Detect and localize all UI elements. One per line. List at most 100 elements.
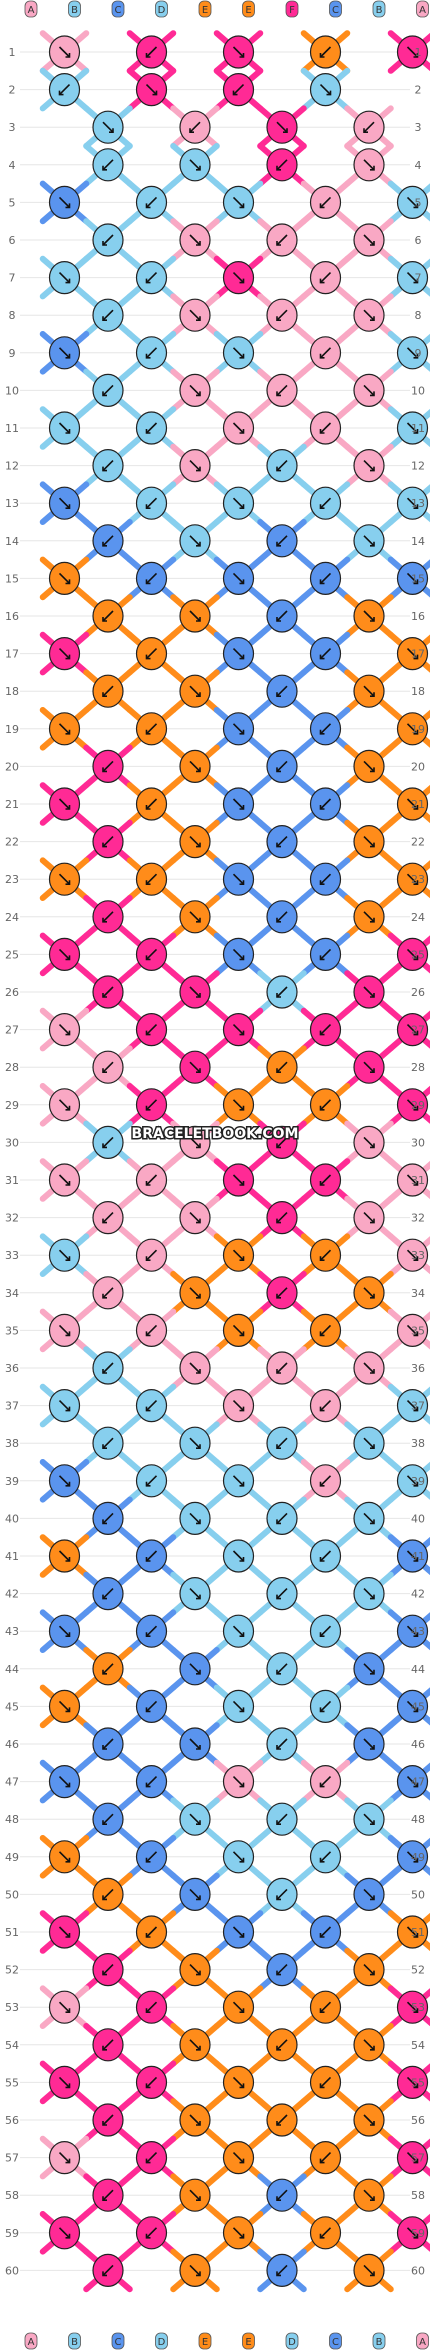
arrow-icon: [363, 760, 375, 772]
strand-tag-swatch: [285, 2332, 299, 2350]
row-number-left: 29: [5, 1099, 19, 1112]
arrow-head-icon: [102, 391, 107, 397]
row-number-left: 4: [9, 159, 16, 172]
strand-tag: C: [111, 0, 125, 18]
arrow-icon: [319, 347, 332, 359]
arrow-icon: [58, 497, 71, 509]
arrow-icon: [145, 2227, 158, 2239]
arrow-icon: [232, 2152, 245, 2164]
arrow-head-icon: [102, 1745, 107, 1750]
knot: [179, 824, 211, 859]
knot: [222, 411, 255, 445]
row-number-left: 38: [5, 1437, 19, 1450]
knot: [179, 1426, 211, 1460]
strand-tag-letter: B: [376, 2337, 383, 2348]
arrow-icon: [145, 723, 158, 735]
arrow-head-icon: [196, 1068, 201, 1073]
knot: [266, 148, 298, 182]
row-number-left: 57: [5, 2152, 19, 2165]
knot: [92, 824, 124, 859]
arrow-icon: [363, 1888, 375, 1900]
arrow-head-icon: [370, 2045, 375, 2051]
knot: [92, 524, 124, 558]
knot: [396, 2216, 429, 2250]
arrow-head-icon: [239, 53, 245, 58]
knot: [48, 2216, 81, 2250]
row-number-right: 29: [411, 1099, 425, 1112]
row-number-left: 5: [9, 196, 16, 209]
row-number-left: 26: [5, 986, 19, 999]
strand-tag-swatch: [416, 0, 429, 18]
arrow-icon: [276, 1287, 288, 1299]
knot: [266, 674, 298, 708]
row-number-left: 50: [5, 1888, 19, 1901]
row-number-left: 41: [5, 1550, 19, 1563]
arrow-head-icon: [65, 1632, 71, 1637]
arrow-head-icon: [145, 53, 151, 58]
arrow-icon: [189, 760, 201, 772]
row-number-left: 31: [5, 1174, 19, 1187]
strand-tag: E: [198, 2332, 212, 2350]
knot: [222, 937, 255, 972]
knot: [396, 1388, 429, 1423]
arrow-head-icon: [65, 2008, 71, 2013]
row-number-left: 60: [5, 2264, 19, 2277]
row-number-right: 45: [411, 1700, 425, 1713]
knot: [222, 1689, 255, 1724]
knot: [92, 2028, 124, 2062]
arrow-head-icon: [319, 654, 325, 660]
arrow-head-icon: [276, 692, 281, 698]
knot: [222, 1163, 255, 1197]
row-number-right: 8: [415, 309, 422, 322]
strand-tag-letter: B: [71, 2337, 78, 2348]
arrow-head-icon: [319, 504, 325, 510]
knot: [179, 749, 211, 784]
arrow-head-icon: [196, 1143, 201, 1149]
arrow-icon: [276, 685, 288, 697]
arrow-head-icon: [102, 993, 107, 998]
arrow-icon: [232, 1926, 245, 1938]
knot: [353, 1501, 385, 1536]
knot: [92, 1727, 124, 1761]
arrow-head-icon: [319, 1406, 325, 1412]
knot: [92, 1050, 124, 1084]
arrow-head-icon: [276, 1293, 281, 1299]
arrow-head-icon: [65, 1181, 71, 1186]
arrow-icon: [102, 1813, 114, 1825]
knot: [48, 261, 81, 295]
arrow-icon: [363, 234, 375, 246]
row-number-right: 57: [411, 2152, 425, 2165]
row-number-left: 14: [5, 535, 19, 548]
arrow-head-icon: [145, 2233, 151, 2239]
knot: [353, 1426, 385, 1460]
arrow-icon: [319, 1324, 332, 1336]
arrow-head-icon: [145, 1331, 151, 1337]
knot: [396, 1689, 429, 1724]
arrow-head-icon: [413, 1331, 419, 1337]
arrow-head-icon: [145, 1030, 151, 1036]
arrow-head-icon: [145, 1557, 151, 1562]
knot: [309, 411, 342, 445]
arrow-icon: [58, 1024, 71, 1036]
arrow-icon: [232, 422, 245, 434]
knot: [353, 524, 385, 558]
arrow-head-icon: [370, 1820, 375, 1825]
row-number-left: 33: [5, 1249, 19, 1262]
row-number-left: 16: [5, 610, 19, 623]
arrow-head-icon: [145, 2008, 151, 2013]
row-number-left: 54: [5, 2039, 19, 2052]
arrow-icon: [189, 685, 201, 697]
knot: [309, 261, 342, 295]
knot: [353, 110, 385, 144]
arrow-head-icon: [276, 993, 281, 998]
knot: [309, 2216, 342, 2250]
knot: [135, 411, 168, 445]
knot: [179, 2103, 211, 2137]
arrow-head-icon: [196, 1369, 201, 1374]
arrow-head-icon: [102, 1594, 107, 1600]
knot: [222, 561, 255, 596]
knot: [135, 1464, 168, 1498]
arrow-head-icon: [65, 1857, 71, 1863]
strand-tag-letter: A: [419, 2337, 426, 2348]
arrow-icon: [145, 1099, 158, 1111]
